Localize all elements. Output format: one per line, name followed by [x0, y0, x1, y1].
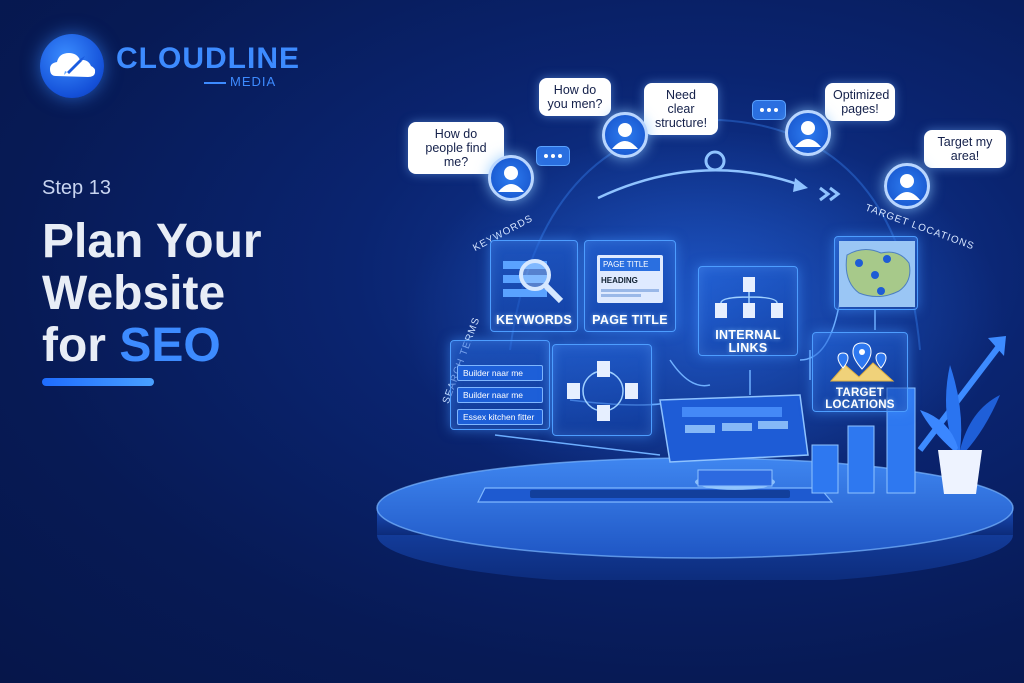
rocket-cloud-icon [50, 53, 96, 77]
user-avatar-icon [602, 112, 648, 158]
site-structure-panel [552, 344, 652, 436]
title-line-2: Website [42, 267, 226, 320]
keywords-panel: KEYWORDS [490, 240, 578, 332]
title-line-3-prefix: for [42, 319, 120, 372]
structure-diagram-icon [567, 361, 638, 421]
title-highlight: SEO [119, 319, 221, 372]
bubble-how-do-you: How do you men? [539, 78, 611, 116]
user-avatar-icon [884, 163, 930, 209]
target-locations-label: TARGET LOCATIONS [825, 387, 895, 411]
search-queries-panel: Builder naar me Builder naar me Essex ki… [450, 340, 550, 430]
bubble-structure: Need clear structure! [644, 83, 718, 135]
location-pin-icon [829, 342, 895, 382]
user-avatar-icon [785, 110, 831, 156]
page-title-panel: PAGE TITLE HEADING PAGE TITLE [584, 240, 676, 332]
chat-dots-icon [536, 146, 570, 166]
user-avatar-icon [488, 155, 534, 201]
logo-badge [40, 34, 104, 98]
keywords-label: KEYWORDS [495, 313, 572, 327]
heading-chip: HEADING [601, 276, 638, 285]
sitemap-icon [715, 277, 783, 318]
step-label: Step 13 [42, 177, 111, 199]
page-title-chip: PAGE TITLE [600, 258, 660, 271]
brand-name: CLOUDLINE [116, 42, 300, 75]
query-chip: Essex kitchen fitter [457, 409, 543, 425]
bubble-find-me: How do people find me? [408, 122, 504, 174]
bubble-target-area: Target my area! [924, 130, 1006, 168]
bubble-optimized: Optimized pages! [825, 83, 895, 121]
title-line-3: for SEO [42, 320, 262, 372]
title-line-1: Plan Your [42, 215, 262, 268]
magnifier-icon [503, 259, 564, 304]
map-panel [834, 236, 918, 310]
page-preview: PAGE TITLE HEADING [597, 255, 663, 303]
query-chip: Builder naar me [457, 387, 543, 403]
chat-dots-icon [752, 100, 786, 120]
page-title: Plan Your Website for SEO [42, 216, 262, 372]
map-icon [839, 241, 915, 307]
query-chip: Builder naar me [457, 365, 543, 381]
query-list: Builder naar me Builder naar me Essex ki… [457, 365, 543, 425]
brand-divider [204, 82, 226, 84]
target-locations-panel: TARGET LOCATIONS [812, 332, 908, 412]
internal-links-panel: INTERNAL LINKS [698, 266, 798, 356]
brand-subname: MEDIA [230, 74, 277, 89]
accent-bar [42, 378, 154, 386]
internal-links-label: INTERNAL LINKS [715, 328, 781, 355]
page-title-label: PAGE TITLE [592, 313, 668, 327]
